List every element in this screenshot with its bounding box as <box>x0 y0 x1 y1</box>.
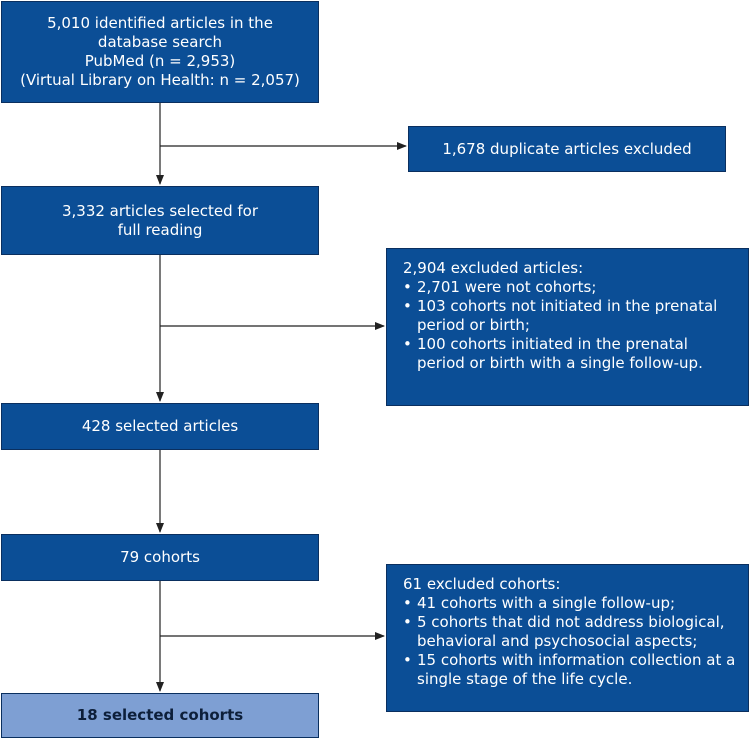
excluded-articles-box: 2,904 excluded articles: 2,701 were not … <box>386 248 749 406</box>
full-reading-line-2: full reading <box>117 220 203 239</box>
selected-articles-box: 428 selected articles <box>1 403 319 450</box>
excluded-articles-item: 103 cohorts not initiated in the prenata… <box>403 297 738 335</box>
identified-line-4: (Virtual Library on Health: n = 2,057) <box>20 71 300 89</box>
selected-articles-text: 428 selected articles <box>81 417 239 435</box>
cohorts-box: 79 cohorts <box>1 534 319 581</box>
full-reading-line-1: 3,332 articles selected for <box>61 201 259 220</box>
excluded-cohorts-list: 41 cohorts with a single follow-up; 5 co… <box>403 594 738 689</box>
full-reading-box: 3,332 articles selected for full reading <box>1 186 319 255</box>
excluded-articles-title: 2,904 excluded articles: <box>403 259 584 277</box>
cohorts-text: 79 cohorts <box>120 548 200 566</box>
identified-line-1: 5,010 identified articles in the <box>47 14 273 32</box>
excluded-cohorts-box: 61 excluded cohorts: 41 cohorts with a s… <box>386 564 749 712</box>
excluded-cohorts-item: 15 cohorts with information collection a… <box>403 651 738 689</box>
final-selected-cohorts-box: 18 selected cohorts <box>1 693 319 738</box>
excluded-cohorts-item: 41 cohorts with a single follow-up; <box>403 594 738 613</box>
excluded-articles-item: 100 cohorts initiated in the prenatal pe… <box>403 335 738 373</box>
identified-articles-box: 5,010 identified articles in the databas… <box>1 1 319 103</box>
duplicates-text: 1,678 duplicate articles excluded <box>442 139 692 158</box>
identified-line-3: PubMed (n = 2,953) <box>84 52 236 70</box>
excluded-cohorts-item: 5 cohorts that did not address biologica… <box>403 613 738 651</box>
excluded-cohorts-title: 61 excluded cohorts: <box>403 575 561 593</box>
excluded-articles-list: 2,701 were not cohorts; 103 cohorts not … <box>403 278 738 373</box>
final-selected-cohorts-text: 18 selected cohorts <box>76 706 244 724</box>
duplicates-box: 1,678 duplicate articles excluded <box>408 126 726 172</box>
excluded-articles-item: 2,701 were not cohorts; <box>403 278 738 297</box>
identified-line-2: database search <box>97 33 223 51</box>
